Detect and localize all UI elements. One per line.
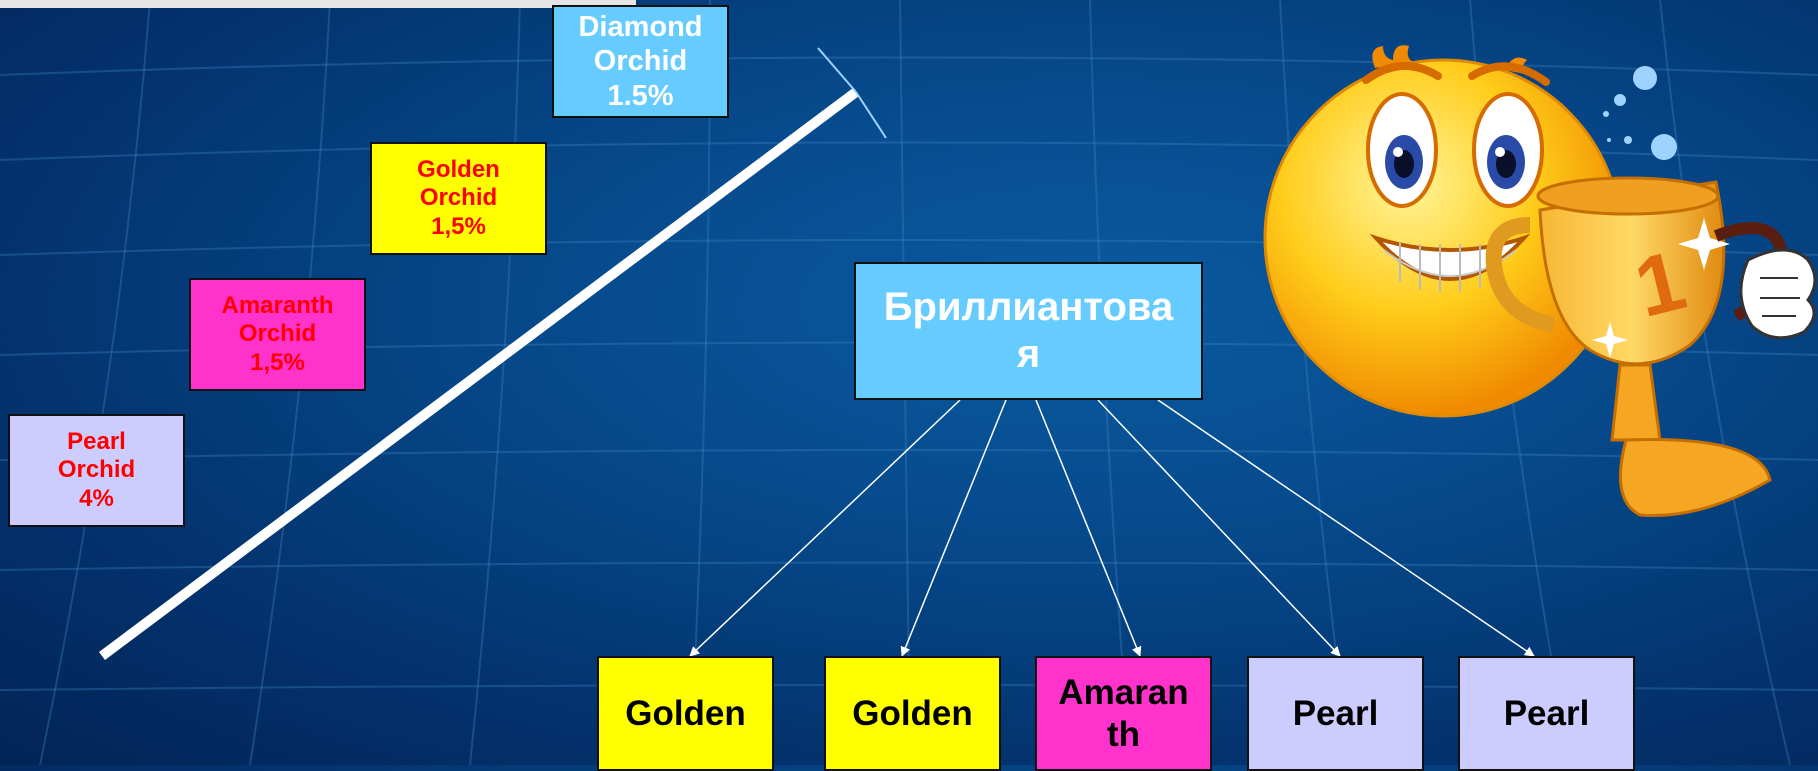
ladder-pearl-box: Pearl Orchid 4% bbox=[8, 414, 185, 527]
tree-child-golden-2: Golden bbox=[824, 656, 1001, 771]
top-bar bbox=[0, 0, 636, 8]
ladder-golden-box: Golden Orchid 1,5% bbox=[370, 142, 547, 255]
tree-child-golden-1: Golden bbox=[597, 656, 774, 771]
tree-child-pearl-2: Pearl bbox=[1458, 656, 1635, 771]
ladder-amaranth-box: Amaranth Orchid 1,5% bbox=[189, 278, 366, 391]
ladder-diamond-box: Diamond Orchid 1.5% bbox=[552, 5, 729, 118]
tree-child-amaranth: Amaran th bbox=[1035, 656, 1212, 771]
tree-child-pearl-1: Pearl bbox=[1247, 656, 1424, 771]
tree-root-box: Бриллиантова я bbox=[854, 262, 1203, 400]
